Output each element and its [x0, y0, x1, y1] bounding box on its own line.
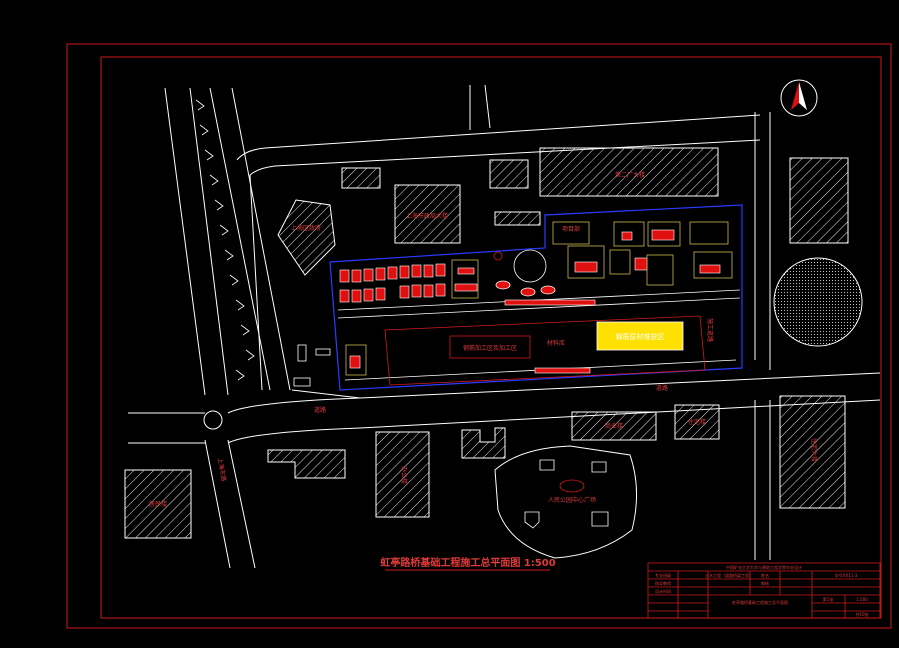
tb-row1-c1: 专业班级 [655, 572, 671, 578]
label-road-right: 道路 [656, 384, 668, 392]
tb-scale: 1:500 [856, 597, 868, 602]
building-sw-complex [267, 449, 346, 479]
label-bldg-se2: 住宅楼 [688, 418, 706, 426]
site-boundary [329, 204, 743, 391]
label-bldg-sw: 居民楼 [149, 500, 167, 508]
label-office: 项目部 [562, 225, 580, 233]
label-road-vertical: 上海东路 [216, 457, 228, 482]
title-block [647, 562, 881, 619]
building-north-left [394, 184, 461, 244]
tb-row1-c3: 姓名 [761, 572, 769, 578]
building-far-right [789, 157, 849, 244]
label-bldg-se1: 商业楼 [605, 422, 623, 430]
label-bldg-far-right: 住宅大楼 [810, 438, 818, 462]
building-top-l [494, 211, 541, 226]
label-processing: 钢筋加工区及加工区 [463, 344, 517, 352]
temp-facilities [339, 229, 721, 374]
label-bldg-left: 上海市政局大楼 [406, 212, 448, 220]
building-se1 [571, 411, 657, 441]
highlight-block [596, 321, 684, 351]
tb-sheet: 第1张 [823, 596, 834, 602]
building-south-west [124, 469, 192, 539]
surrounding-buildings [124, 147, 849, 539]
building-nw-diamond [277, 199, 336, 276]
label-bldg-nw: 上海区政府 [291, 224, 321, 232]
label-bldg-north: 第二厂大楼 [615, 171, 645, 179]
building-top-small [341, 167, 381, 189]
outer-frame [66, 43, 892, 629]
tb-row1-c4: 学号XX11-3 [835, 572, 858, 578]
tb-row2-c1: 指导教师 [655, 580, 671, 586]
building-north-factory [539, 147, 719, 197]
tanks [493, 249, 556, 297]
building-se2 [674, 404, 720, 440]
tb-row1-c2: 土木工程（道路桥梁工程） [705, 572, 753, 578]
round-plaza [773, 257, 863, 347]
building-right-bottom [779, 395, 846, 509]
north-arrow-icon [780, 79, 818, 117]
label-road-right-v: 施工道路 [706, 318, 714, 342]
building-south-l [461, 427, 506, 459]
drawing-title: 虹亭路桥基础工程施工总平面图 1:500 [380, 556, 555, 569]
park-features [524, 459, 609, 529]
tb-drawing-name: 虹亭路桥基础工程施工总平面图 [732, 599, 788, 605]
tb-row3-c1: 设计时间 [655, 588, 671, 594]
tb-company: 中国矿业大学力学与建筑工程学院毕业设计 [726, 564, 802, 570]
tb-row2-c3: 审核 [761, 580, 769, 586]
tree-row [195, 99, 255, 381]
park-area [494, 445, 638, 559]
site-outlined-blocks [345, 221, 733, 376]
label-road-bottom: 道路 [314, 406, 326, 414]
label-storage: 材料库 [547, 339, 565, 347]
highlight-block-label: 钢筋原材堆放区 [616, 332, 665, 341]
misc-small-structures [293, 344, 331, 387]
label-park: 人民公园中心广场 [548, 496, 596, 504]
label-bldg-south-mid: 办公楼 [400, 466, 408, 484]
tb-total: 共10张 [855, 611, 868, 617]
building-north-small [489, 159, 529, 189]
building-south-mid [375, 431, 430, 518]
road-network [128, 84, 881, 569]
inner-frame [100, 56, 882, 619]
